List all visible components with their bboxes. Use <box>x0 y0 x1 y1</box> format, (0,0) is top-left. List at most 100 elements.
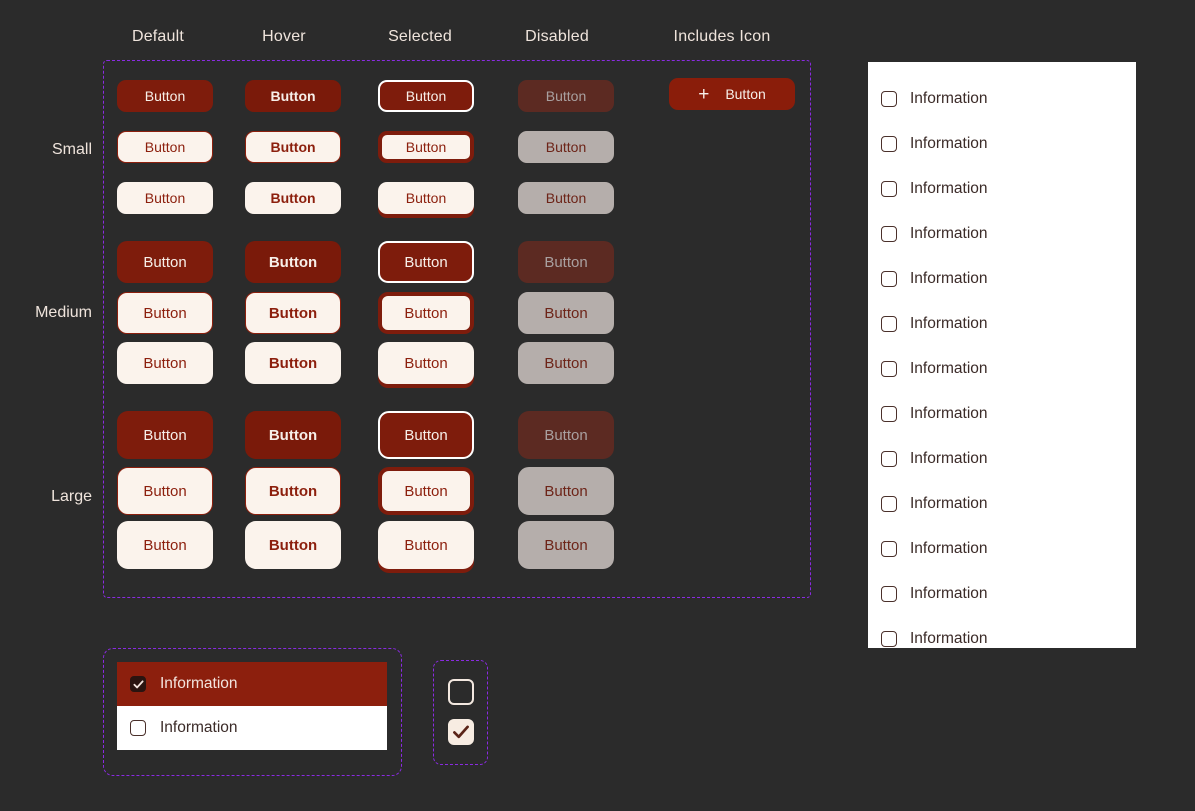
button-small-secondary-hover[interactable]: Button <box>245 131 341 163</box>
checkbox-icon[interactable] <box>881 135 897 152</box>
button-medium-ghost-default[interactable]: Button <box>117 342 213 384</box>
button-small-primary-default[interactable]: Button <box>117 80 213 112</box>
standalone-checkbox-unchecked[interactable] <box>448 679 474 705</box>
checkbox-group-item[interactable]: Information <box>117 706 387 750</box>
row-label: Small <box>51 141 92 158</box>
checkbox-icon[interactable] <box>881 315 897 332</box>
column-header: Includes Icon <box>673 28 771 45</box>
button-medium-secondary-selected[interactable]: Button <box>378 292 474 334</box>
button-small-ghost-disabled: Button <box>518 182 614 214</box>
checkbox-list-item[interactable]: Information <box>868 481 1136 526</box>
button-large-secondary-hover[interactable]: Button <box>245 467 341 515</box>
button-large-ghost-default[interactable]: Button <box>117 521 213 569</box>
button-medium-primary-default[interactable]: Button <box>117 241 213 283</box>
checkbox-list-item[interactable]: Information <box>868 301 1136 346</box>
checkbox-label: Information <box>160 675 238 692</box>
button-medium-secondary-hover[interactable]: Button <box>245 292 341 334</box>
checkbox-icon[interactable] <box>881 585 897 602</box>
button-label: Button <box>404 482 448 500</box>
checkbox-label: Information <box>910 494 988 512</box>
checkbox-icon[interactable] <box>130 720 146 736</box>
button-label: Button <box>404 426 448 444</box>
checkbox-label: Information <box>910 584 988 602</box>
button-small-primary-icon[interactable]: +Button <box>669 78 795 110</box>
column-header: Hover <box>262 28 306 45</box>
standalone-checkbox-outline <box>433 660 488 765</box>
checkbox-icon[interactable] <box>881 405 897 422</box>
checkbox-list-item[interactable]: Information <box>868 526 1136 571</box>
checkbox-list-item[interactable]: Information <box>868 256 1136 301</box>
checkbox-icon[interactable] <box>881 630 897 647</box>
button-label: Button <box>270 190 316 206</box>
button-label: Button <box>268 354 318 372</box>
button-label: Button <box>544 536 588 554</box>
button-label: Button <box>144 139 186 155</box>
checkbox-list-item[interactable]: Information <box>868 166 1136 211</box>
button-large-ghost-hover[interactable]: Button <box>245 521 341 569</box>
button-small-primary-disabled: Button <box>518 80 614 112</box>
checkbox-label: Information <box>160 719 238 736</box>
row-label: Large <box>51 488 92 505</box>
button-label: Button <box>405 139 447 155</box>
row-label: Medium <box>35 304 92 321</box>
button-large-secondary-disabled: Button <box>518 467 614 515</box>
button-small-primary-selected[interactable]: Button <box>378 80 474 112</box>
button-medium-ghost-hover[interactable]: Button <box>245 342 341 384</box>
button-small-primary-hover[interactable]: Button <box>245 80 341 112</box>
button-small-ghost-hover[interactable]: Button <box>245 182 341 214</box>
checkbox-list-item[interactable]: Information <box>868 211 1136 256</box>
checkbox-list-item[interactable]: Information <box>868 121 1136 166</box>
checkbox-list-item[interactable]: Information <box>868 571 1136 616</box>
button-label: Button <box>143 354 187 372</box>
checkbox-icon[interactable] <box>881 450 897 467</box>
button-large-primary-hover[interactable]: Button <box>245 411 341 459</box>
button-label: Button <box>544 354 588 372</box>
checkbox-list-item[interactable]: Information <box>868 391 1136 436</box>
checkbox-label: Information <box>910 404 988 422</box>
checkbox-icon[interactable] <box>881 180 897 197</box>
checkbox-icon[interactable] <box>881 495 897 512</box>
standalone-checkbox-checked[interactable] <box>448 719 474 745</box>
checkbox-label: Information <box>910 224 988 242</box>
button-large-primary-default[interactable]: Button <box>117 411 213 459</box>
button-small-secondary-disabled: Button <box>518 131 614 163</box>
checkbox-list-item[interactable]: Information <box>868 436 1136 481</box>
button-large-secondary-selected[interactable]: Button <box>378 467 474 515</box>
button-small-secondary-selected[interactable]: Button <box>378 131 474 163</box>
button-medium-secondary-disabled: Button <box>518 292 614 334</box>
checkbox-label: Information <box>910 359 988 377</box>
column-header: Disabled <box>525 28 589 45</box>
checkbox-icon[interactable] <box>881 360 897 377</box>
button-small-ghost-default[interactable]: Button <box>117 182 213 214</box>
button-label: Button <box>143 426 187 444</box>
button-large-ghost-selected[interactable]: Button <box>378 521 474 569</box>
button-medium-ghost-selected[interactable]: Button <box>378 342 474 384</box>
checkbox-icon[interactable] <box>130 676 146 692</box>
button-medium-primary-hover[interactable]: Button <box>245 241 341 283</box>
checkbox-group-outline <box>103 648 402 776</box>
checkbox-icon[interactable] <box>881 225 897 242</box>
button-label: Button <box>405 88 447 104</box>
checkbox-list-item[interactable]: Information <box>868 76 1136 121</box>
checkbox-list-item[interactable]: Information <box>868 346 1136 391</box>
button-small-ghost-selected[interactable]: Button <box>378 182 474 214</box>
button-large-primary-selected[interactable]: Button <box>378 411 474 459</box>
button-label: Button <box>544 426 588 444</box>
checkbox-label: Information <box>910 629 988 647</box>
button-small-secondary-default[interactable]: Button <box>117 131 213 163</box>
checkbox-icon[interactable] <box>881 540 897 557</box>
button-label: Button <box>404 304 448 322</box>
button-large-primary-disabled: Button <box>518 411 614 459</box>
checkbox-icon[interactable] <box>881 90 897 107</box>
button-medium-secondary-default[interactable]: Button <box>117 292 213 334</box>
checkbox-icon[interactable] <box>881 270 897 287</box>
checkbox-list-item[interactable]: Information <box>868 616 1136 661</box>
checkbox-label: Information <box>910 269 988 287</box>
button-large-secondary-default[interactable]: Button <box>117 467 213 515</box>
checkbox-label: Information <box>910 314 988 332</box>
button-label: Button <box>143 536 187 554</box>
checkbox-group-item-selected[interactable]: Information <box>117 662 387 706</box>
button-medium-primary-selected[interactable]: Button <box>378 241 474 283</box>
button-label: Button <box>725 86 766 102</box>
